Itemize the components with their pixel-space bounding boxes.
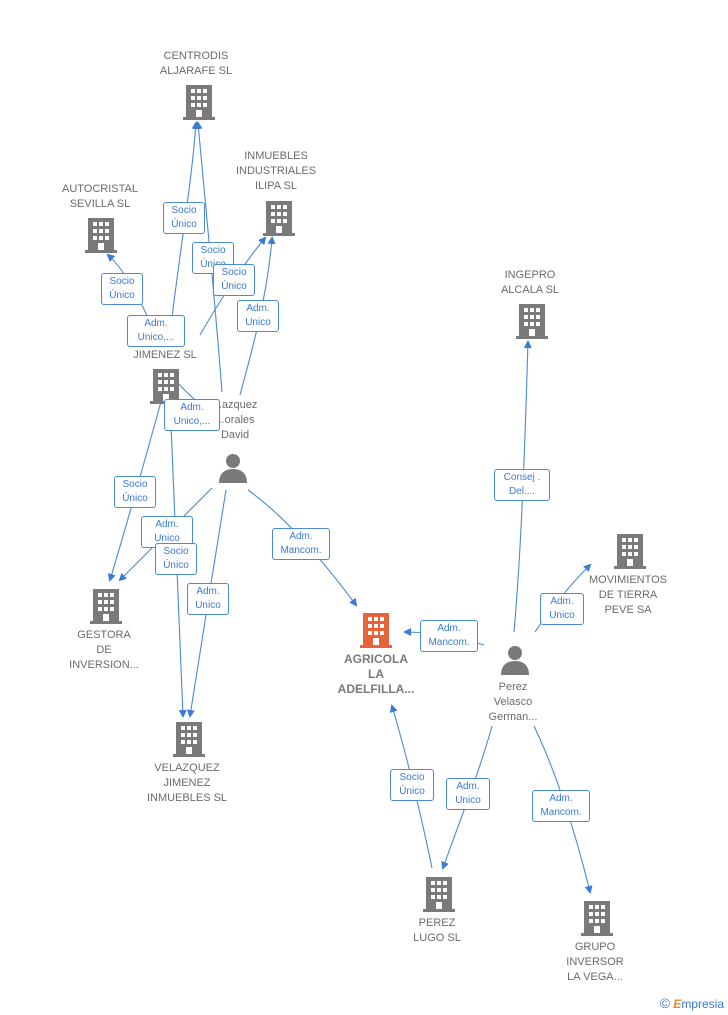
node-centrodis[interactable]: CENTRODIS ALJARAFE SL bbox=[136, 49, 256, 79]
copyright-icon: © bbox=[659, 995, 670, 1011]
building-icon[interactable] bbox=[581, 900, 613, 936]
node-movimientos[interactable]: MOVIMIENTOS DE TIERRA PEVE SA bbox=[578, 573, 678, 618]
node-inmuebles-industriales[interactable]: INMUEBLES INDUSTRIALES ILIPA SL bbox=[216, 149, 336, 194]
node-label: VELAZQUEZ JIMENEZ INMUEBLES SL bbox=[146, 762, 228, 804]
edge-label[interactable]: Socio Único bbox=[155, 543, 197, 575]
node-label: PEREZ LUGO SL bbox=[413, 917, 461, 944]
edge-label[interactable]: Adm. Unico,... bbox=[164, 399, 220, 431]
edge-label[interactable]: Adm. Unico bbox=[237, 300, 279, 332]
building-icon[interactable] bbox=[173, 721, 205, 757]
building-icon[interactable] bbox=[516, 303, 548, 339]
node-label: CENTRODIS ALJARAFE SL bbox=[159, 50, 233, 77]
edge-label[interactable]: Adm. Mancom. bbox=[420, 620, 478, 652]
edge-label[interactable]: Adm. Unico bbox=[187, 583, 229, 615]
node-label: GRUPO INVERSOR LA VEGA... bbox=[566, 941, 624, 983]
node-gestora[interactable]: GESTORA DE INVERSION... bbox=[46, 628, 162, 673]
edge-label[interactable]: Socio Único bbox=[101, 273, 143, 305]
node-label: GESTORA DE INVERSION... bbox=[69, 629, 139, 671]
edge-label[interactable]: Adm. Mancom. bbox=[272, 528, 330, 560]
node-label: AUTOCRISTAL SEVILLA SL bbox=[62, 183, 138, 210]
building-icon[interactable] bbox=[90, 588, 122, 624]
building-icon[interactable] bbox=[423, 876, 455, 912]
brand-initial: E bbox=[673, 997, 682, 1011]
building-icon[interactable] bbox=[614, 533, 646, 569]
node-label: ...azquez ...orales David bbox=[212, 399, 258, 441]
edge-label[interactable]: Socio Único bbox=[163, 202, 205, 234]
node-label: INMUEBLES INDUSTRIALES ILIPA SL bbox=[235, 150, 317, 192]
node-velazquez-jimenez[interactable]: VELAZQUEZ JIMENEZ INMUEBLES SL bbox=[127, 761, 247, 806]
edge-label[interactable]: Adm. Mancom. bbox=[532, 790, 590, 822]
edge-label[interactable]: Consej . Del.... bbox=[494, 469, 550, 501]
node-label: INGEPRO ALCALA SL bbox=[500, 269, 560, 296]
node-grupo-inversor[interactable]: GRUPO INVERSOR LA VEGA... bbox=[545, 940, 645, 985]
node-autocristal[interactable]: AUTOCRISTAL SEVILLA SL bbox=[40, 182, 160, 212]
node-label: AGRICOLA LA ADELFILLA... bbox=[337, 652, 415, 696]
building-icon[interactable] bbox=[85, 217, 117, 253]
node-label: Perez Velasco German... bbox=[488, 681, 538, 723]
edge-label[interactable]: Adm. Unico bbox=[540, 593, 584, 625]
node-ingepro[interactable]: INGEPRO ALCALA SL bbox=[470, 268, 590, 298]
edge-label[interactable]: Adm. Unico,... bbox=[127, 315, 185, 347]
node-perez-german[interactable]: Perez Velasco German... bbox=[468, 680, 558, 725]
building-icon[interactable] bbox=[360, 612, 392, 648]
building-icon[interactable] bbox=[183, 84, 215, 120]
node-label: MOVIMIENTOS DE TIERRA PEVE SA bbox=[588, 574, 668, 616]
node-perez-lugo[interactable]: PEREZ LUGO SL bbox=[387, 916, 487, 946]
person-icon[interactable] bbox=[218, 452, 248, 484]
brand-footer: © Empresia bbox=[660, 995, 724, 1011]
edge-label[interactable]: Adm. Unico bbox=[446, 778, 490, 810]
node-velazquez-david[interactable]: ...azquez ...orales David bbox=[195, 398, 275, 443]
building-icon[interactable] bbox=[263, 200, 295, 236]
edge-label[interactable]: Adm. Unico bbox=[141, 516, 193, 548]
edge-label[interactable]: Socio Único bbox=[114, 476, 156, 508]
edge-label[interactable]: Socio Único bbox=[213, 264, 255, 296]
edge-label[interactable]: Socio Único bbox=[390, 769, 434, 801]
brand-name: mpresia bbox=[681, 997, 724, 1011]
node-agricola-adelfilla[interactable]: AGRICOLA LA ADELFILLA... bbox=[316, 652, 436, 697]
person-icon[interactable] bbox=[500, 644, 530, 676]
